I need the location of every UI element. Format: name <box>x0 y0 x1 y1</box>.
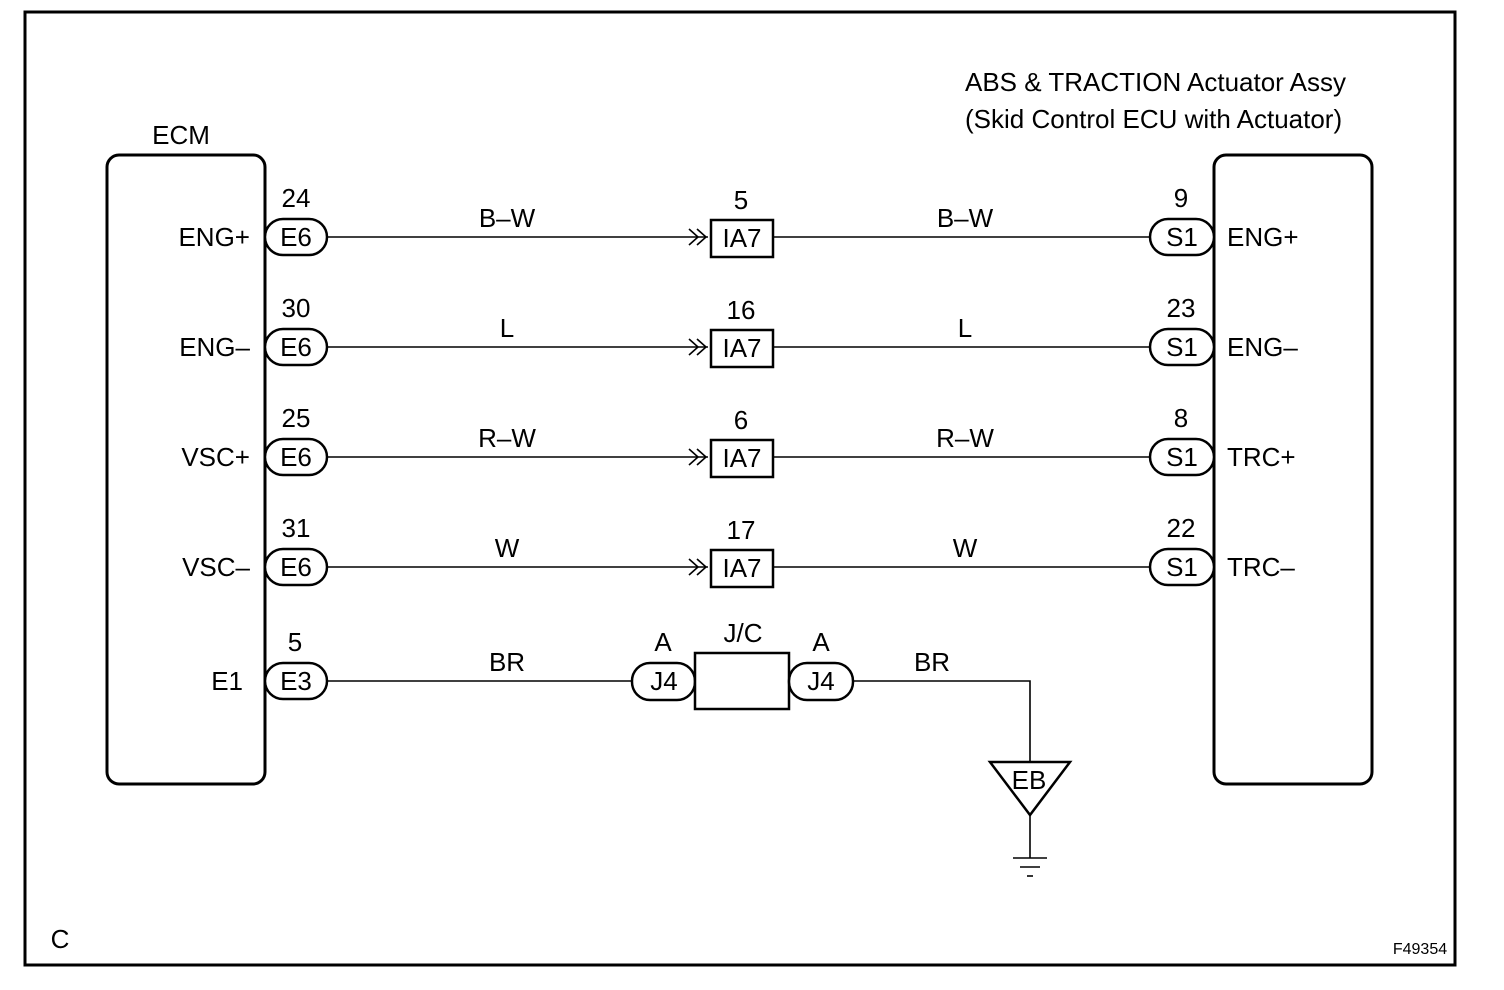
ecm-connector-code: E6 <box>280 332 312 362</box>
ground-wire-right <box>853 680 1031 762</box>
wire-color-left: W <box>495 533 520 563</box>
connector-chevron-icon <box>688 558 708 576</box>
ecm-terminal-label: VSC– <box>182 552 250 582</box>
junction-connector-box <box>709 438 775 479</box>
actuator-connector-oval <box>1148 437 1216 477</box>
actuator-connector-oval <box>1148 217 1216 257</box>
actuator-connector-oval <box>1148 327 1216 367</box>
actuator-terminal-label: ENG– <box>1227 332 1298 362</box>
actuator-connector-code: S1 <box>1166 552 1198 582</box>
figure-id: F49354 <box>1393 941 1447 958</box>
actuator-pin-number: 23 <box>1167 293 1196 323</box>
actuator-connector-oval <box>1148 547 1216 587</box>
ecm-pin-number: 5 <box>288 627 302 657</box>
ground-point-code: EB <box>1012 765 1047 795</box>
connector-chevron-icon <box>688 448 708 466</box>
junction-pin-number: 16 <box>727 295 756 325</box>
junction-connector-box <box>709 218 775 259</box>
wire-color-left: L <box>500 313 514 343</box>
junction-connector-box <box>693 651 791 711</box>
ecm-box <box>105 153 267 786</box>
wire-color-left: BR <box>489 647 525 677</box>
corner-code: C <box>51 924 70 954</box>
ecm-pin-number: 25 <box>282 403 311 433</box>
junction-pin-number: 17 <box>727 515 756 545</box>
wire-color-right: BR <box>914 647 950 677</box>
ecm-pin-number: 24 <box>282 183 311 213</box>
actuator-box <box>1212 153 1374 786</box>
actuator-title-line2: (Skid Control ECU with Actuator) <box>965 104 1342 134</box>
junction-pin-number: 5 <box>734 185 748 215</box>
junction-pin-number: 6 <box>734 405 748 435</box>
actuator-terminal-label: ENG+ <box>1227 222 1299 252</box>
ecm-terminal-label: ENG+ <box>178 222 250 252</box>
wire-color-left: R–W <box>478 423 536 453</box>
junction-connector-code: IA7 <box>722 333 761 363</box>
ecm-terminal-label: ENG– <box>179 332 250 362</box>
wire-color-right: B–W <box>937 203 994 233</box>
wire-color-right: R–W <box>936 423 994 453</box>
connector-chevron-icon <box>688 338 708 356</box>
ground-point-triangle <box>987 760 1073 818</box>
ecm-terminal-label: E1 <box>211 666 243 696</box>
ecm-connector-code: E6 <box>280 222 312 252</box>
junction-connector-label: J/C <box>724 618 763 648</box>
actuator-pin-number: 22 <box>1167 513 1196 543</box>
actuator-connector-code: S1 <box>1166 442 1198 472</box>
junction-connector-code: IA7 <box>722 443 761 473</box>
ecm-pin-number: 31 <box>282 513 311 543</box>
actuator-pin-number: 9 <box>1174 183 1188 213</box>
jc-right-connector-code: J4 <box>807 666 834 696</box>
jc-left-pin: A <box>654 627 672 657</box>
junction-connector-code: IA7 <box>722 553 761 583</box>
ground-circuit-row: E1 5 E3 BR A J4 J/C A J4 BR EB <box>211 618 1073 877</box>
actuator-terminal-label: TRC– <box>1227 552 1295 582</box>
junction-connector-box <box>709 328 775 369</box>
wire-color-right: W <box>953 533 978 563</box>
jc-right-pin: A <box>812 627 830 657</box>
ecm-connector-code: E3 <box>280 666 312 696</box>
connector-chevron-icon <box>688 228 708 246</box>
ecm-connector-code: E6 <box>280 552 312 582</box>
actuator-connector-code: S1 <box>1166 332 1198 362</box>
ecm-title: ECM <box>152 120 210 150</box>
junction-connector-code: IA7 <box>722 223 761 253</box>
ecm-connector-code: E6 <box>280 442 312 472</box>
wire-color-left: B–W <box>479 203 536 233</box>
ecm-terminal-label: VSC+ <box>181 442 250 472</box>
actuator-title-line1: ABS & TRACTION Actuator Assy <box>965 67 1346 97</box>
wire-color-right: L <box>958 313 972 343</box>
actuator-connector-code: S1 <box>1166 222 1198 252</box>
ground-icon <box>1013 857 1047 877</box>
ecm-pin-number: 30 <box>282 293 311 323</box>
diagram-frame <box>23 10 1457 967</box>
actuator-pin-number: 8 <box>1174 403 1188 433</box>
jc-left-connector-code: J4 <box>650 666 677 696</box>
actuator-terminal-label: TRC+ <box>1227 442 1296 472</box>
junction-connector-box <box>709 548 775 589</box>
